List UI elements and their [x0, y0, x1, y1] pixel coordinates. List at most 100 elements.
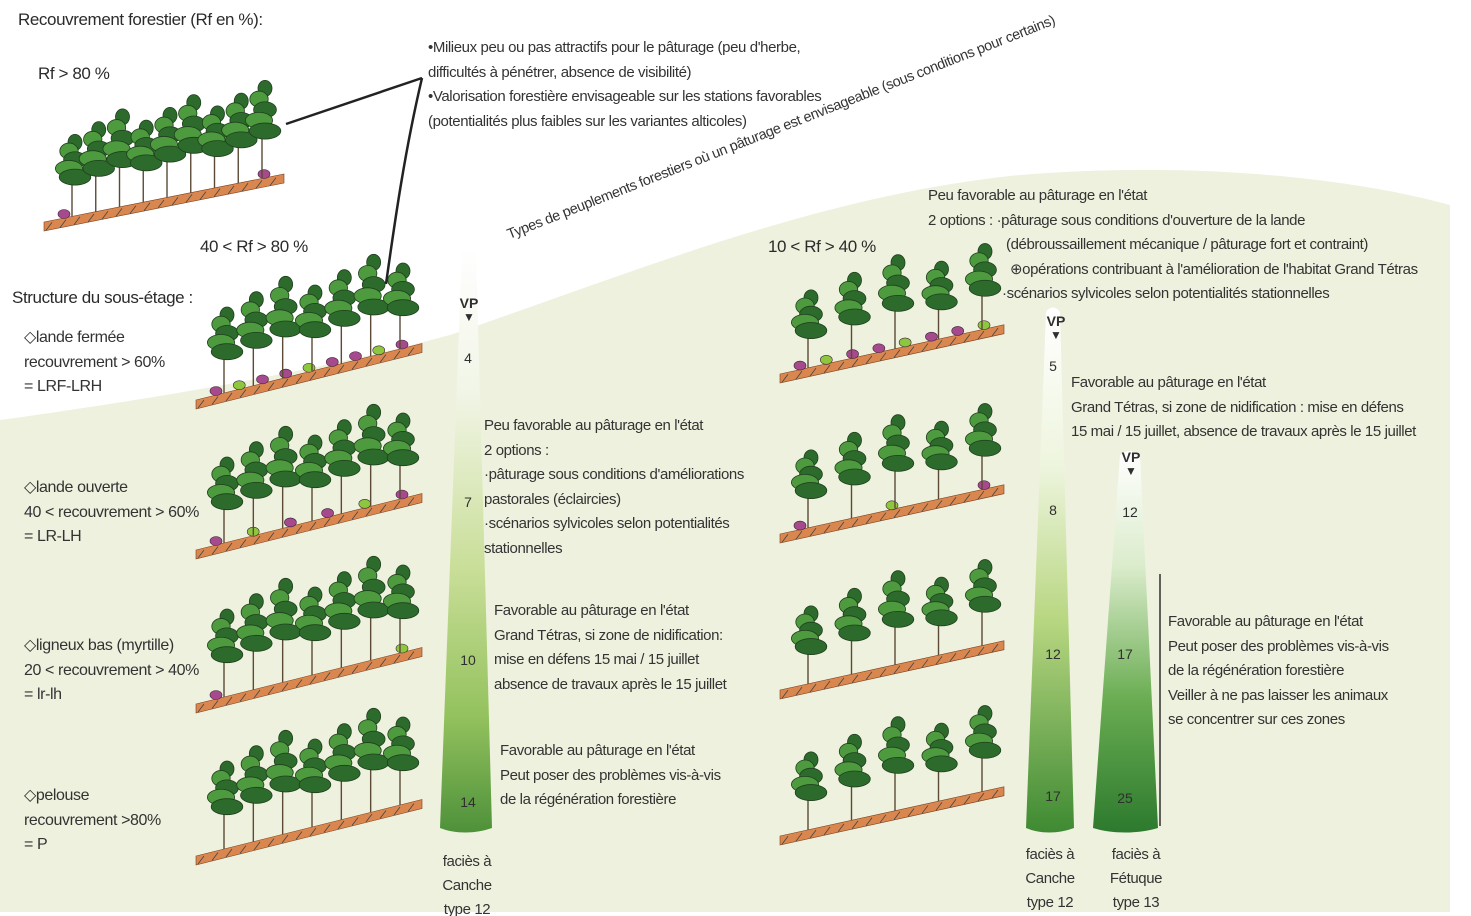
conifer-tree — [324, 723, 361, 820]
rf-low-label: 10 < Rf > 40 % — [768, 237, 876, 256]
rf-mid-label: 40 < Rf > 80 % — [200, 237, 308, 256]
note-line: ·pâturage sous conditions d'amélioration… — [484, 466, 744, 483]
gauge-canche-value: 12 — [1045, 646, 1061, 662]
shrub — [57, 209, 71, 219]
note-line: Grand Tétras, si zone de nidification: — [494, 626, 723, 644]
conifer-tree — [791, 751, 828, 830]
facies-line: type 12 — [443, 901, 491, 916]
conifer-tree — [324, 269, 361, 364]
conifer-tree — [78, 121, 115, 212]
shrub — [209, 386, 223, 396]
conifer-tree — [265, 577, 302, 683]
conifer-tree — [382, 412, 420, 499]
note-line: se concentrer sur ces zones — [1168, 711, 1345, 728]
note-right-2: Favorable au pâturage en l'état Grand Té… — [1071, 371, 1416, 445]
conifer-tree — [382, 262, 420, 349]
note-line: de la régénération forestière — [1168, 662, 1345, 679]
understorey-cover: 40 < recouvrement > 60% — [24, 503, 199, 521]
shrub — [898, 337, 912, 348]
facies-line: Fétuque — [1109, 870, 1163, 887]
ground-strip — [779, 786, 1005, 846]
ground-strip — [195, 493, 423, 560]
gauge-canche-facies: faciès à Canche type 12 — [1015, 843, 1085, 915]
note-line: Peut poser des problèmes vis-à-vis — [1168, 637, 1389, 655]
note-left-1: Peu favorable au pâturage en l'état 2 op… — [484, 414, 744, 561]
understorey-title: ◇lande fermée — [24, 329, 125, 346]
shrub — [372, 345, 386, 356]
gauge-left-shape — [440, 247, 492, 833]
top-note-line: (potentialités plus faibles sur les vari… — [428, 112, 747, 130]
forest-stand — [779, 403, 1005, 544]
understorey-item: ◇lande fermée recouvrement > 60% = LRF-L… — [24, 326, 165, 400]
gauge-fetuque-value: 17 — [1117, 646, 1133, 662]
gauge-fetuque-vp: VP▼ — [1116, 450, 1146, 477]
gauge-left-vp: VP▼ — [454, 296, 484, 323]
gauge-canche-value: 8 — [1049, 502, 1057, 518]
ground-strip — [779, 484, 1005, 544]
shrub — [284, 517, 297, 528]
conifer-tree — [149, 107, 187, 198]
forest-stand — [195, 555, 423, 714]
note-line: absence de travaux après le 15 juillet — [494, 675, 727, 693]
conifer-tree — [265, 729, 302, 835]
conifer-tree — [353, 555, 390, 661]
understorey-item: ◇ligneux bas (myrtille) 20 < recouvremen… — [24, 634, 199, 708]
note-line: Favorable au pâturage en l'état — [494, 602, 689, 619]
understorey-cover: recouvrement > 60% — [24, 353, 165, 371]
conifer-tree — [265, 425, 302, 529]
conifer-tree — [236, 441, 273, 536]
down-arrow-icon: ▼ — [1050, 328, 1062, 342]
conifer-tree — [294, 586, 332, 675]
shrub — [872, 343, 886, 354]
shrub — [209, 690, 223, 700]
conifer-tree — [965, 243, 1002, 330]
conifer-tree — [382, 564, 420, 653]
down-arrow-icon: ▼ — [1125, 464, 1137, 478]
down-arrow-icon: ▼ — [463, 310, 475, 324]
conifer-tree — [294, 284, 332, 371]
conifer-tree — [834, 587, 871, 675]
conifer-tree — [965, 705, 1002, 792]
understorey-title: ◇ligneux bas (myrtille) — [24, 637, 174, 654]
shrub — [925, 331, 938, 342]
facies-line: faciès à — [442, 853, 492, 870]
understorey-cover: 20 < recouvrement > 40% — [24, 661, 199, 679]
note-line: Favorable au pâturage en l'état — [500, 742, 695, 759]
shrub — [395, 489, 409, 500]
conifer-tree — [102, 108, 139, 207]
conifer-tree — [197, 105, 234, 188]
note-line: Favorable au pâturage en l'état — [1071, 374, 1266, 391]
gauge-left-value: 7 — [464, 494, 472, 510]
top-note: •Milieux peu ou pas attractifs pour le p… — [428, 36, 822, 134]
note-line: Grand Tétras, si zone de nidification : … — [1071, 398, 1404, 416]
note-line: de la régénération forestière — [500, 791, 677, 808]
vp-label: VP — [1046, 313, 1066, 329]
facies-line: faciès à — [1025, 846, 1075, 863]
gauge-canche-vp: VP▼ — [1041, 314, 1071, 341]
ground-strip — [195, 799, 423, 866]
conifer-tree — [353, 253, 390, 357]
shrub — [951, 326, 965, 336]
conifer-tree — [878, 254, 915, 349]
conifer-tree — [791, 289, 828, 368]
note-right-3: Favorable au pâturage en l'état Peut pos… — [1168, 610, 1389, 733]
conifer-tree — [206, 608, 244, 697]
gauge-canche-value: 17 — [1045, 788, 1061, 804]
conifer-tree — [791, 605, 828, 684]
conifer-tree — [834, 431, 871, 519]
top-note-line: •Valorisation forestière envisageable su… — [428, 88, 822, 105]
shrub — [232, 380, 246, 390]
shrub — [977, 480, 991, 490]
shrub — [349, 351, 362, 361]
understorey-item: ◇pelouse recouvrement >80% = P — [24, 784, 161, 858]
gauge-fetuque-shape — [1093, 451, 1158, 833]
note-left-2: Favorable au pâturage en l'état Grand Té… — [494, 599, 727, 697]
conifer-tree — [921, 260, 958, 340]
understorey-item: ◇lande ouverte 40 < recouvrement > 60% =… — [24, 476, 199, 550]
shrub — [358, 498, 372, 509]
rf-high-label: Rf > 80 % — [38, 64, 110, 83]
gauge-fetuque-value: 12 — [1122, 504, 1138, 520]
forest-stand — [43, 80, 285, 232]
conifer-tree — [294, 738, 332, 827]
